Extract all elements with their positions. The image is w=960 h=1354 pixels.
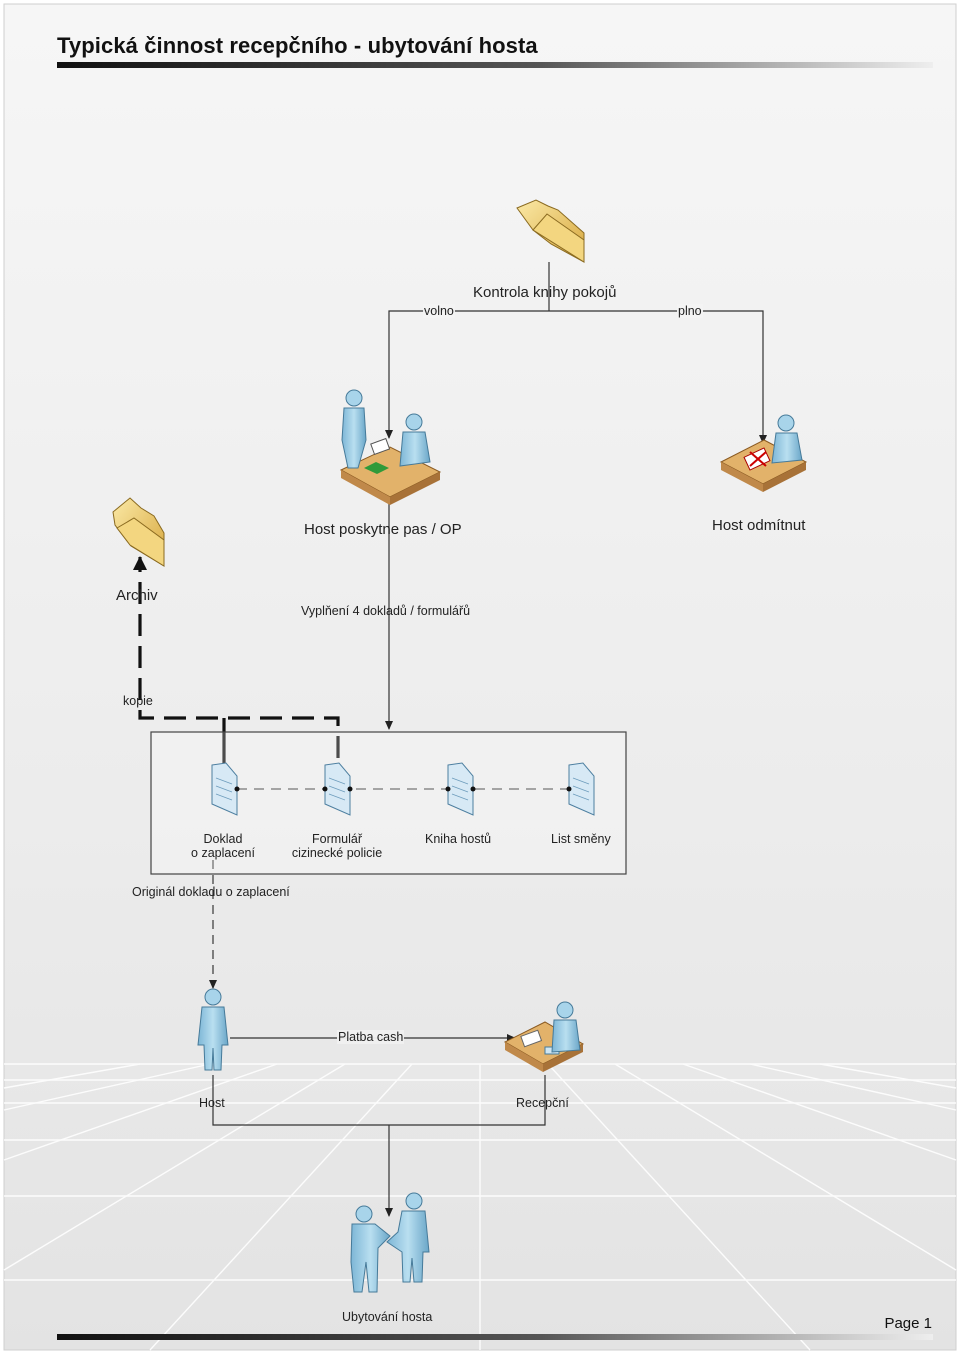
document-icon-doklad — [211, 762, 238, 816]
node-label-recepcni: Recepční — [516, 1096, 569, 1110]
edge-label-vyplneni: Vyplňení 4 dokladů / formulářů — [301, 604, 471, 618]
node-label-host-poskytne: Host poskytne pas / OP — [304, 521, 462, 538]
doklad-line1: Doklad — [203, 832, 243, 846]
reception-desk-icon — [339, 389, 442, 505]
header-rule — [57, 62, 933, 68]
footer-rule — [57, 1334, 933, 1340]
edge-label-original: Originál dokladu o zaplacení — [132, 885, 290, 899]
reception-reject-icon — [719, 414, 808, 492]
edge-label-plno: plno — [677, 304, 703, 318]
edge-label-volno: volno — [423, 304, 455, 318]
page-number: Page 1 — [884, 1315, 932, 1332]
node-label-host-odmitnut: Host odmítnut — [712, 517, 806, 534]
node-label-formular: Formulář cizinecké policie — [282, 832, 392, 860]
kopie-connectors — [133, 556, 340, 790]
document-icon-formular — [324, 762, 351, 816]
document-icon-kniha — [447, 762, 474, 816]
node-label-list: List směny — [551, 832, 611, 846]
node-label-host: Host — [199, 1096, 225, 1110]
node-label-doklad: Doklad o zaplacení — [183, 832, 263, 860]
doklad-line2: o zaplacení — [191, 846, 255, 860]
formular-line1: Formulář — [311, 832, 362, 846]
node-label-ubytovani: Ubytování hosta — [342, 1310, 433, 1324]
handshake-icon — [350, 1192, 430, 1293]
connection-points — [234, 786, 572, 792]
formular-line2: cizinecké policie — [291, 846, 383, 860]
node-label-kniha: Kniha hostů — [425, 832, 492, 846]
folder-icon-kontrola — [516, 199, 585, 263]
edge-label-platba: Platba cash — [337, 1030, 405, 1044]
document-icon-list — [568, 762, 595, 816]
folder-icon-archiv — [112, 497, 165, 567]
page-title: Typická činnost recepčního - ubytování h… — [57, 33, 538, 58]
floor-grid — [3, 1063, 957, 1351]
node-label-kontrola: Kontrola knihy pokojů — [473, 284, 617, 301]
edge-label-kopie: kopie — [123, 694, 153, 708]
connectors — [212, 262, 767, 1217]
reception-cashier-icon — [503, 1001, 585, 1072]
person-icon-host — [197, 988, 229, 1071]
node-label-archiv: Archiv — [116, 587, 158, 604]
